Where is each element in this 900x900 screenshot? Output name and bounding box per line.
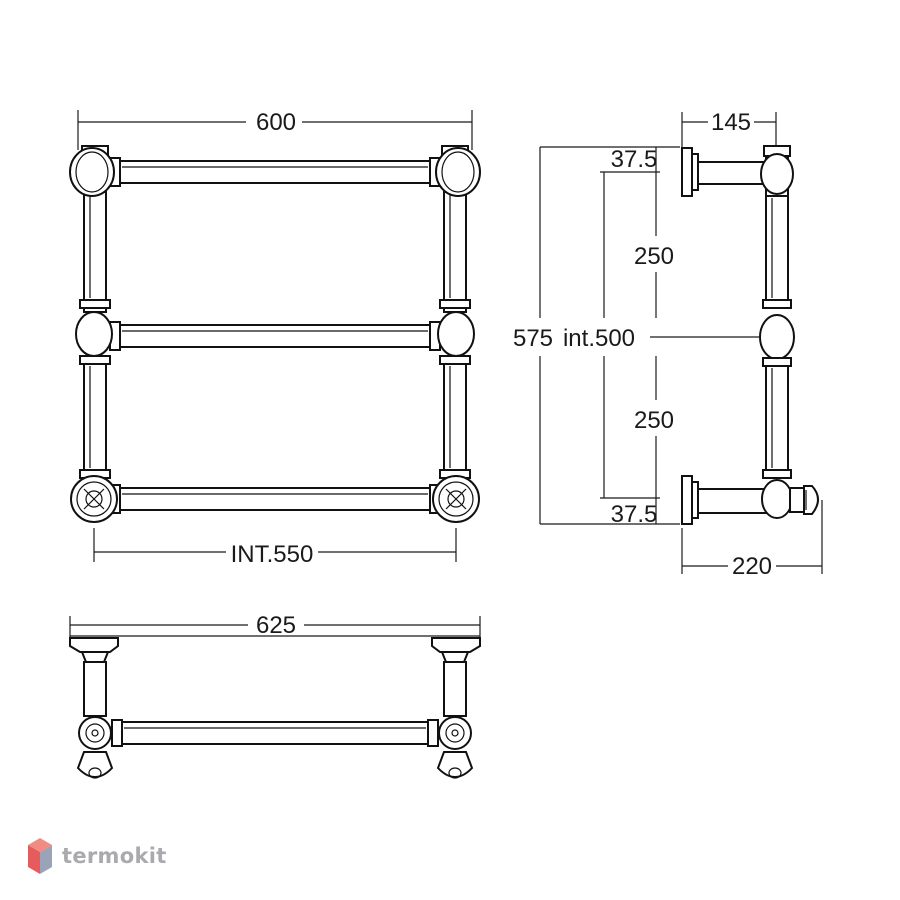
side-upper-spacing-label: 250 xyxy=(634,243,674,270)
side-column xyxy=(759,145,795,519)
front-inner-width-dimension: INT.550 xyxy=(93,528,457,568)
front-inner-width-label: INT.550 xyxy=(231,541,314,568)
front-bottom-rail xyxy=(70,475,480,523)
front-width-label: 600 xyxy=(256,109,296,136)
front-width-dimension: 600 xyxy=(77,109,473,150)
front-left-post xyxy=(79,145,111,479)
side-inner-height-label: int.500 xyxy=(563,325,635,352)
front-middle-rail xyxy=(75,311,475,357)
right-valve-icon xyxy=(432,475,480,523)
termokit-logo-icon xyxy=(28,838,52,874)
plan-left-bracket xyxy=(69,637,119,779)
side-bottom-depth-dimension: 220 xyxy=(681,500,823,580)
side-inner-height-dimension: int.500 xyxy=(563,171,660,499)
side-top-offset-label: 37.5 xyxy=(611,146,658,173)
front-view: 600 xyxy=(69,109,481,568)
side-view: 145 xyxy=(513,109,823,580)
plan-rail xyxy=(111,719,439,747)
side-wall-bracket-top xyxy=(681,147,765,197)
side-valve-icon xyxy=(789,485,819,515)
side-bottom-depth-label: 220 xyxy=(732,553,772,580)
side-lower-spacing-label: 250 xyxy=(634,407,674,434)
side-top-depth-label: 145 xyxy=(711,109,751,136)
side-height-label: 575 xyxy=(513,325,553,352)
watermark-brand: termokit xyxy=(62,844,167,868)
plan-right-bracket xyxy=(431,637,481,779)
watermark: termokit xyxy=(26,836,167,876)
plan-view: 625 xyxy=(69,612,481,779)
side-height-dimension: 575 xyxy=(513,146,680,525)
side-top-depth-dimension: 145 xyxy=(681,109,777,150)
plan-width-label: 625 xyxy=(256,612,296,639)
side-wall-bracket-bottom xyxy=(681,475,769,525)
side-spacing-dimension: 37.5 250 250 37.5 xyxy=(611,146,674,528)
front-top-rail xyxy=(69,147,481,197)
plan-width-dimension: 625 xyxy=(69,612,481,640)
side-bottom-offset-label: 37.5 xyxy=(611,501,658,528)
left-valve-icon xyxy=(70,475,118,523)
